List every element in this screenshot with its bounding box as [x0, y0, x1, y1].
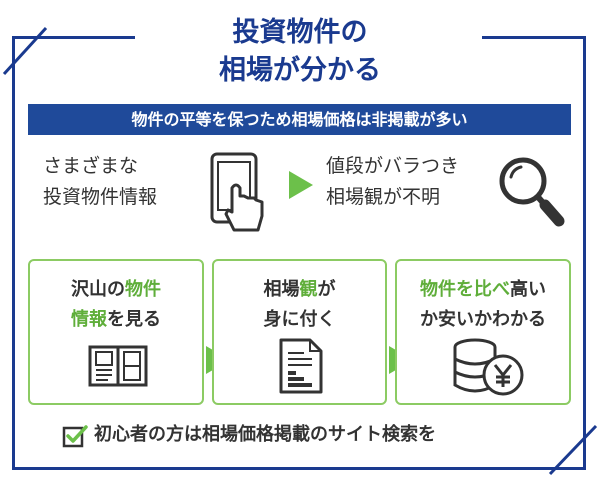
step-2-text: 相場観が 身に付く [214, 275, 385, 335]
magnifier-icon [497, 155, 565, 237]
right-info-line-2: 相場観が不明 [326, 186, 441, 208]
step-2-line1-highlight: 観 [299, 279, 318, 300]
tablet-touch-icon [208, 152, 272, 242]
step-1-line1-highlight: 物件 [125, 279, 161, 300]
step-3-text: 物件を比べ高い か安いかわかる [397, 275, 569, 335]
step-1-line2-normal: を見る [107, 309, 161, 330]
left-info-text: さまざまな 投資物件情報 [43, 151, 157, 213]
frame-top-right [482, 36, 586, 39]
frame-bottom [12, 467, 586, 470]
step-2-line1-after: が [317, 279, 336, 300]
step-box-1: 沢山の物件 情報を見る [28, 259, 204, 405]
banner: 物件の平等を保つため相場価格は非掲載が多い [28, 104, 571, 135]
right-info-line-1: 値段がバラつき [326, 155, 460, 177]
book-icon [88, 343, 148, 393]
step-2-line1-normal: 相場 [263, 279, 300, 300]
coins-yen-icon [449, 337, 525, 401]
corner-slash-bottom-right [548, 424, 598, 476]
frame-top-left [12, 36, 135, 39]
page-title: 投資物件の 相場が分かる [145, 14, 455, 90]
frame-right [583, 36, 586, 470]
document-icon [278, 337, 324, 399]
left-info-line-2: 投資物件情報 [43, 186, 158, 208]
footer-text: 初心者の方は相場価格掲載のサイト検索を [94, 424, 436, 445]
step-1-line2-highlight: 情報 [71, 309, 107, 330]
checkbox-icon [62, 424, 88, 452]
title-line-2: 相場が分かる [219, 55, 381, 86]
step-3-line2: か安いかわかる [420, 309, 546, 330]
left-info-line-1: さまざまな [43, 155, 139, 177]
right-info-text: 値段がバラつき 相場観が不明 [326, 151, 459, 213]
corner-slash-top-left [2, 26, 48, 76]
step-box-3: 物件を比べ高い か安いかわかる [395, 259, 571, 405]
step-1-line1-normal: 沢山の [71, 279, 125, 300]
top-arrow [289, 171, 313, 199]
step-3-line1-highlight: 物件を比べ [420, 279, 510, 300]
title-line-1: 投資物件の [232, 17, 368, 48]
step-box-2: 相場観が 身に付く [212, 259, 387, 405]
step-1-text: 沢山の物件 情報を見る [30, 275, 202, 335]
frame-left [12, 36, 15, 470]
step-2-line2: 身に付く [263, 309, 336, 330]
step-3-line1-normal: 高い [510, 279, 546, 300]
